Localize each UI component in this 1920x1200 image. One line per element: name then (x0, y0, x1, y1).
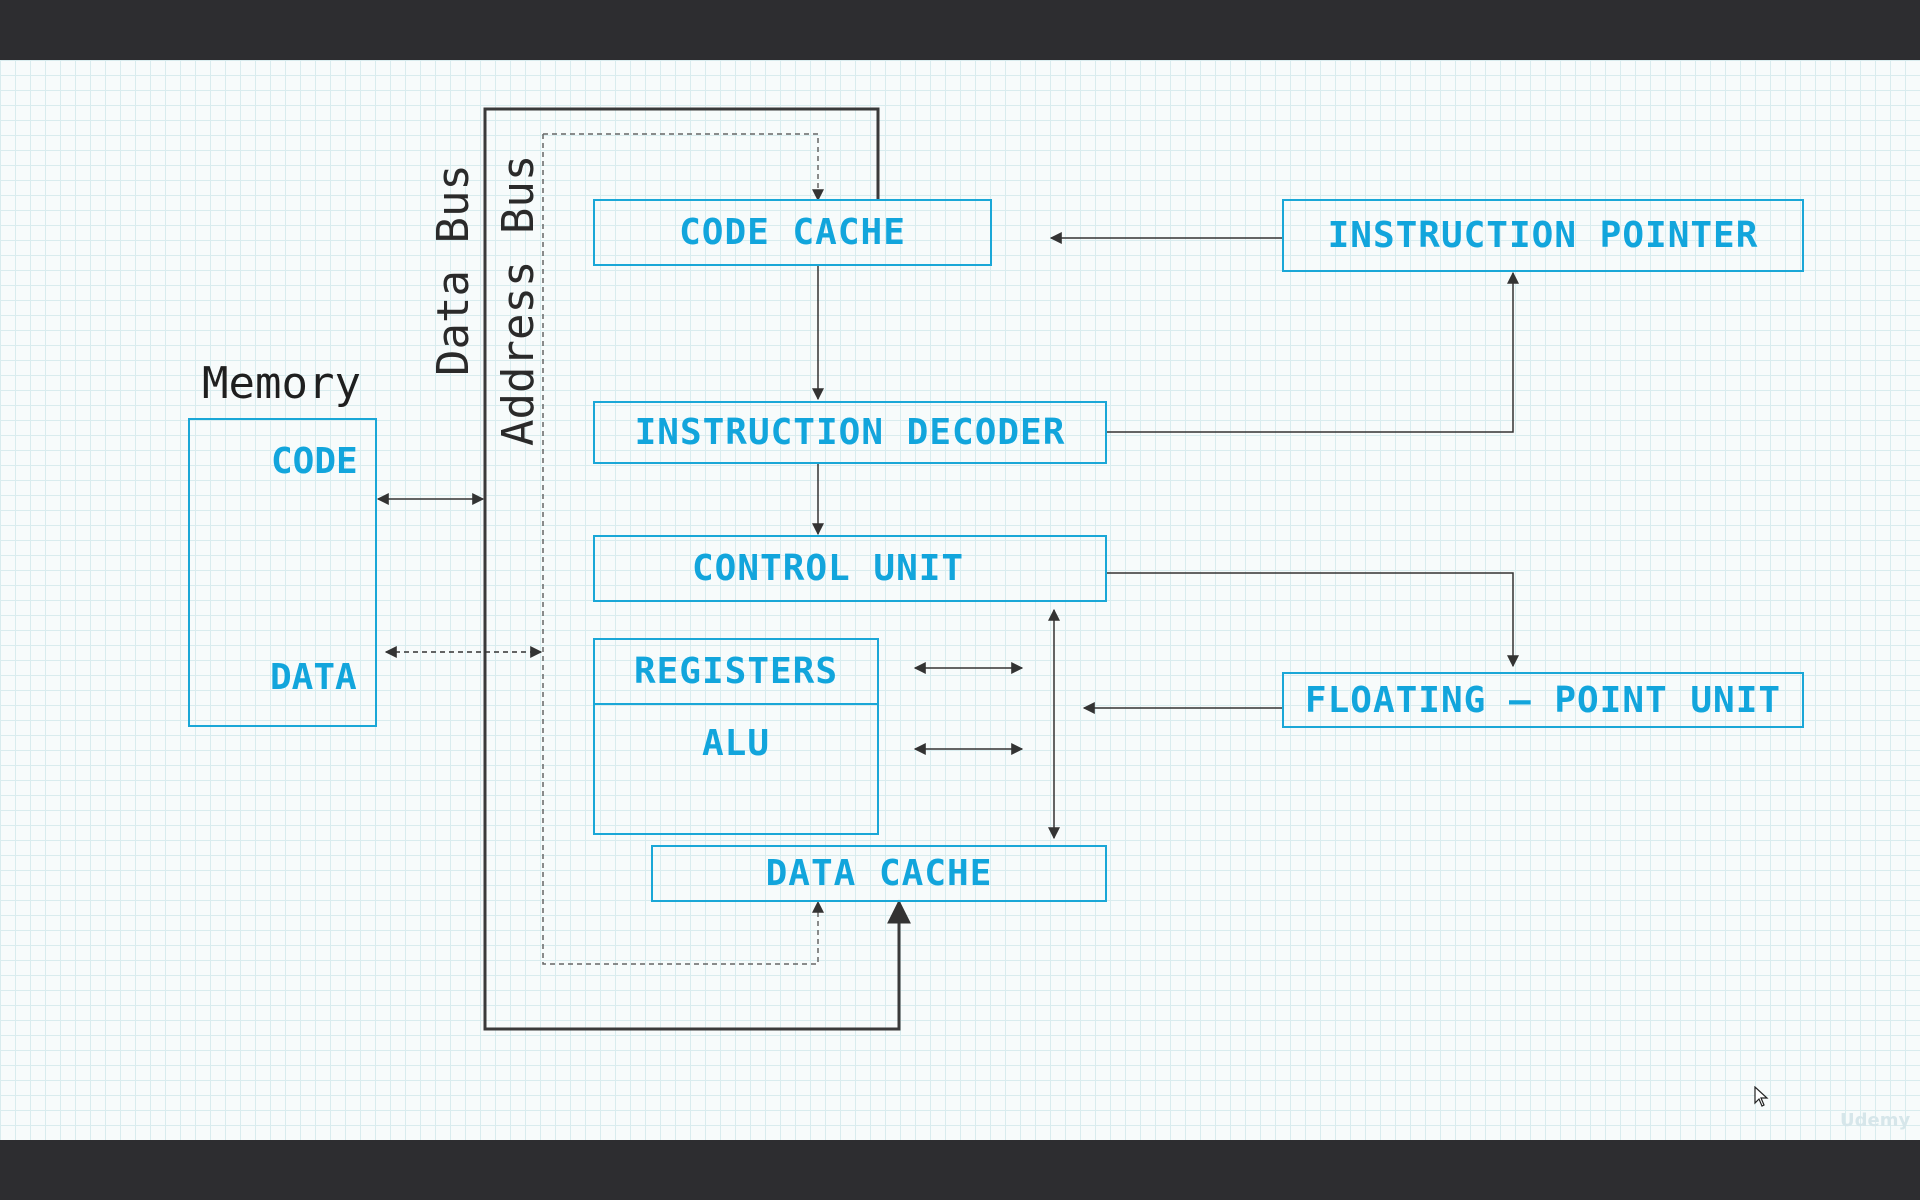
instruction-pointer-box: INSTRUCTION POINTER (1282, 199, 1804, 272)
floating-point-unit-box: FLOATING – POINT UNIT (1282, 672, 1804, 728)
control-unit-box: CONTROL UNIT (593, 535, 1107, 602)
diagram-canvas: Memory CODE DATA Data Bus Address Bus CO… (0, 60, 1920, 1140)
data-cache-box: DATA CACHE (651, 845, 1107, 902)
instruction-decoder-box: INSTRUCTION DECODER (593, 401, 1107, 464)
decoder-to-pointer-arrow (1107, 271, 1519, 433)
memory-code-label: CODE (271, 441, 358, 482)
data-bus-line (483, 107, 911, 1031)
code-cache-box: CODE CACHE (593, 199, 992, 266)
connector-lines (376, 107, 1519, 1031)
bottom-bar (0, 1140, 1920, 1200)
address-bus-label: Address Bus (493, 154, 544, 446)
udemy-watermark: Udemy (1840, 1110, 1911, 1131)
data-bus-label: Data Bus (428, 164, 479, 376)
alu-box: ALU (593, 703, 879, 835)
memory-data-label: DATA (270, 657, 357, 698)
memory-box (188, 418, 377, 727)
registers-box: REGISTERS (593, 638, 879, 705)
top-bar (0, 0, 1920, 60)
control-to-fpu-arrow (1107, 572, 1519, 668)
address-bus-line-lower (542, 134, 824, 965)
address-bus-line (543, 133, 824, 202)
memory-title: Memory (202, 358, 361, 409)
mouse-cursor-icon (1754, 1086, 1769, 1107)
